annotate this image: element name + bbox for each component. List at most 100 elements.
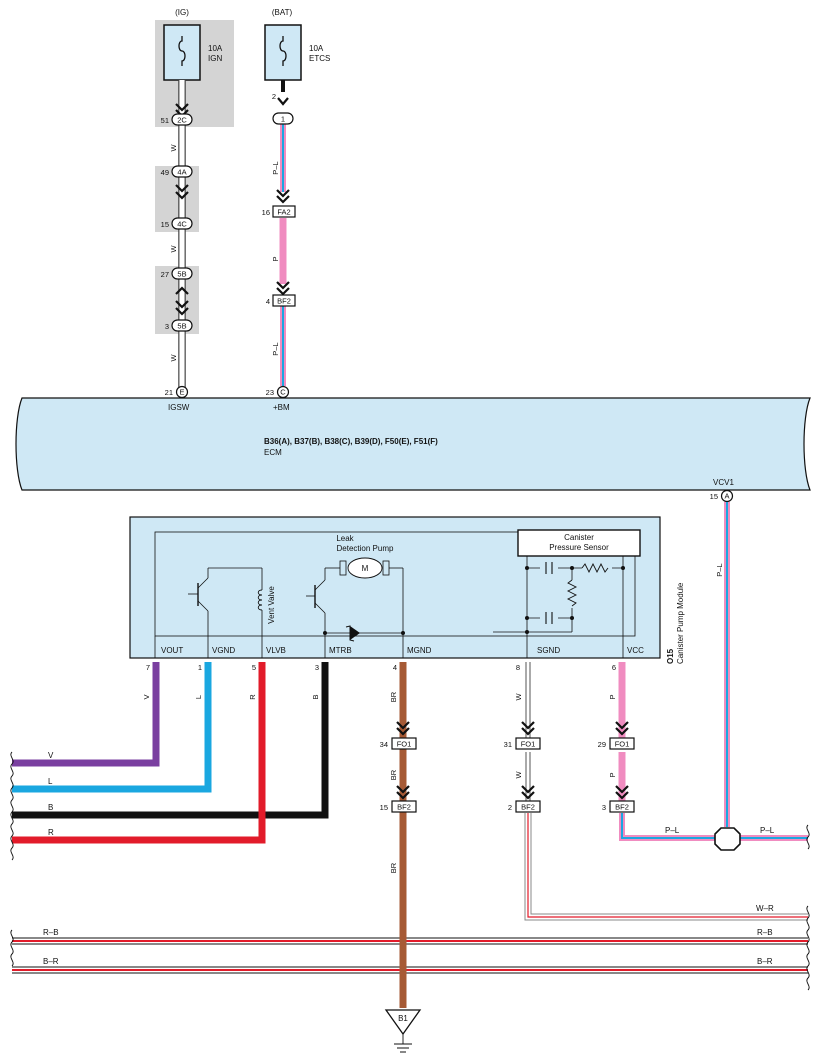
vent-valve-label: Vent Valve (267, 586, 276, 624)
bat-connectors: 1 P–L FA2 16 P BF2 4 P–L (262, 112, 296, 356)
motor-label: M (362, 564, 369, 573)
pin-vgnd: 1 (198, 663, 202, 672)
ig-c4-code: 5B (177, 270, 186, 279)
bat-c2-code: FA2 (277, 208, 290, 217)
w-bf2-code: BF2 (521, 803, 535, 812)
ig-wire2-color: W (169, 245, 178, 253)
br-bf2-wire: BR (389, 862, 398, 873)
fuse-ign-name: IGN (208, 54, 222, 63)
rb-left-label: R–B (43, 928, 59, 937)
w-fo1-code: FO1 (521, 740, 536, 749)
fuse-etcs-source: (BAT) (272, 8, 293, 17)
ecm-igsw-pin: 21 (165, 388, 173, 397)
vcv1-wire: P–L (715, 502, 730, 827)
pin-vlvb: 5 (252, 663, 256, 672)
wire-mtrb: B (311, 694, 320, 699)
ecm-bm-code: C (280, 388, 286, 397)
pl-right-label: P–L (760, 826, 775, 835)
term-vlvb-label: VLVB (266, 646, 286, 655)
vcv1-wire-color: P–L (715, 563, 724, 576)
wire-mgnd: BR (389, 691, 398, 702)
p-fo1-pin: 29 (598, 740, 606, 749)
fuse-etcs-pin: 2 (272, 92, 276, 101)
canister-pump-module: Canister Pressure Sensor Leak Detection … (129, 516, 685, 664)
ig-connectors: 2C 51 W 4A 49 4C 15 W 5B 27 5B 3 W (161, 103, 193, 362)
module-terminal-pins: 7 1 5 3 4 8 6 V L R B BR W P (142, 663, 617, 702)
ig-wire1-color: W (169, 144, 178, 152)
bottom-connectors: FO1 34 BR BF2 15 BR FO1 31 W BF2 2 FO1 2… (380, 721, 635, 873)
sensor-line2: Pressure Sensor (549, 543, 609, 552)
pin-vcc: 6 (612, 663, 616, 672)
bat-wire3-color: P–L (271, 342, 280, 355)
ecm-vcv1-pin: 15 (710, 492, 718, 501)
ig-wire (178, 80, 186, 390)
bat-wire (277, 80, 289, 386)
w-fo1-wire: W (514, 771, 523, 779)
ig-wire3-color: W (169, 354, 178, 362)
br-fo1-pin: 34 (380, 740, 388, 749)
wire-vout: V (142, 694, 151, 699)
pump-label2: Detection Pump (337, 544, 394, 553)
ecm-igsw-label: IGSW (168, 403, 190, 412)
ecm-connectors: B36(A), B37(B), B38(C), B39(D), F50(E), … (264, 437, 438, 446)
left-v-label: V (48, 751, 54, 760)
term-vcc-label: VCC (627, 646, 644, 655)
ecm-bm-pin: 23 (266, 388, 274, 397)
ig-c3-code: 4C (177, 220, 187, 229)
sensor-line1: Canister (564, 533, 594, 542)
br-left-label: B–R (43, 957, 59, 966)
module-name: Canister Pump Module (676, 582, 685, 664)
module-code: O15 (666, 648, 675, 664)
ig-c2-code: 4A (177, 168, 186, 177)
ecm-block: B36(A), B37(B), B38(C), B39(D), F50(E), … (15, 385, 811, 503)
fuse-ign-rating: 10A (208, 44, 223, 53)
fuse-etcs: (BAT) 10A ETCS 2 (264, 8, 330, 101)
term-mgnd-label: MGND (407, 646, 432, 655)
ground-label: B1 (398, 1014, 408, 1023)
fuse-etcs-name: ETCS (309, 54, 330, 63)
wr-label: W–R (756, 904, 774, 913)
bat-c3-pin: 4 (266, 297, 270, 306)
wire-sgnd: W (514, 693, 523, 701)
bat-c1-code: 1 (281, 115, 285, 124)
br-fo1-code: FO1 (397, 740, 412, 749)
pin-vout: 7 (146, 663, 150, 672)
ecm-vcv1-code: A (724, 492, 729, 501)
ig-c3-pin: 15 (161, 220, 169, 229)
wire-vcc: P (608, 694, 617, 699)
bat-wire2-color: P (271, 256, 280, 261)
pin-sgnd: 8 (516, 663, 520, 672)
fuse-etcs-rating: 10A (309, 44, 324, 53)
module-output-wires (12, 662, 808, 1008)
term-vout-label: VOUT (161, 646, 183, 655)
pin-mtrb: 3 (315, 663, 319, 672)
ig-c5-code: 5B (177, 322, 186, 331)
pin-mgnd: 4 (393, 663, 397, 672)
left-b-label: B (48, 803, 53, 812)
w-fo1-pin: 31 (504, 740, 512, 749)
ecm-igsw-code: E (179, 388, 184, 397)
ig-c5-pin: 3 (165, 322, 169, 331)
ground-b1: B1 (384, 1009, 422, 1053)
bus-labels: V L B R P–L P–L W–R R–B R–B B–R B–R (43, 751, 775, 966)
ig-c2-pin: 49 (161, 168, 169, 177)
bat-c2-pin: 16 (262, 208, 270, 217)
p-fo1-wire: P (608, 772, 617, 777)
p-bf2-code: BF2 (615, 803, 629, 812)
br-right-label: B–R (757, 957, 773, 966)
left-l-label: L (48, 777, 53, 786)
ig-c4-pin: 27 (161, 270, 169, 279)
ecm-name: ECM (264, 448, 282, 457)
br-bf2-code: BF2 (397, 803, 411, 812)
splice-junction (714, 827, 741, 851)
pl-left-label: P–L (665, 826, 680, 835)
wire-breaks (10, 751, 810, 991)
term-vgnd-label: VGND (212, 646, 235, 655)
ecm-bm-label: +BM (273, 403, 290, 412)
ig-c1-pin: 51 (161, 116, 169, 125)
term-sgnd-label: SGND (537, 646, 560, 655)
wire-vgnd: L (194, 695, 203, 699)
bat-c3-code: BF2 (277, 297, 291, 306)
p-bf2-pin: 3 (602, 803, 606, 812)
